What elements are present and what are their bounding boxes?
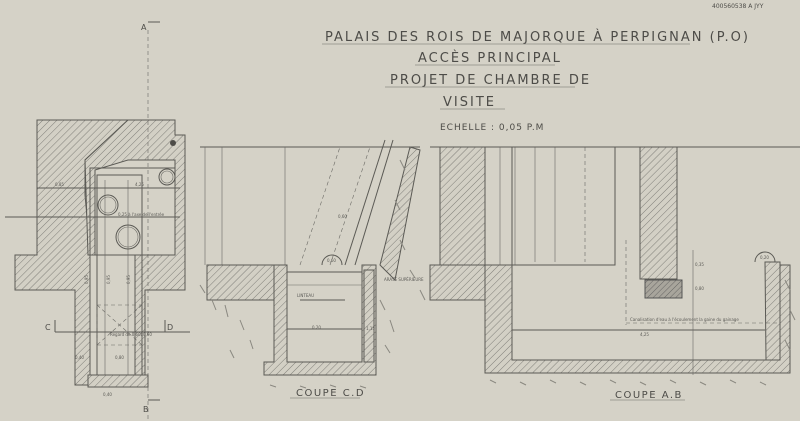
dim-label: 0,95 (84, 275, 89, 284)
dim-label: 0,95 (126, 275, 131, 284)
dim-label: 0,80 (115, 355, 124, 360)
dim-label: 4,25 (135, 182, 144, 187)
title-line-3: PROJET DE CHAMBRE DE (390, 73, 591, 88)
plan-view: A B C D 0,85 4,25 0,80 0,40 0,40 0,95 0,… (5, 21, 190, 421)
section-cd: LINTEAU ARASE SUPÉRIEURE 0,60 0,20 0,60 … (199, 139, 424, 399)
marker-b: B (143, 405, 149, 414)
marker-c: C (45, 323, 51, 332)
section-note: ARASE SUPÉRIEURE (384, 277, 424, 282)
plan-note: Regard de 0,60x0,60 (110, 332, 152, 337)
dim-label: 0,80 (695, 286, 704, 291)
dim-label: 4,25 (640, 332, 649, 337)
plan-note: 0,25 à l'axe de l'entrée (118, 212, 165, 217)
title-line-4: VISITE (443, 95, 496, 110)
dim-label: 0,20 (312, 325, 321, 330)
dim-label: 0,95 (106, 275, 111, 284)
section-cd-label: COUPE C.D (296, 388, 365, 399)
archive-reference: 400560538 A JYY (712, 3, 764, 10)
dim-label: 0,35 (695, 262, 704, 267)
title-block: PALAIS DES ROIS DE MAJORQUE À PERPIGNAN … (322, 3, 764, 133)
marker-d: D (167, 323, 173, 332)
dim-label: 0,40 (103, 392, 112, 397)
section-note: Canalisation d'eau à l'écoulement la gai… (630, 317, 739, 322)
lintel-label: LINTEAU (297, 293, 314, 298)
dim-label: 1,15 (366, 326, 375, 331)
title-line-2: ACCÈS PRINCIPAL (418, 50, 562, 66)
dim-label: 0,40 (75, 355, 84, 360)
section-ab: Canalisation d'eau à l'écoulement la gai… (409, 146, 800, 401)
dim-label: 0,20 (760, 255, 769, 260)
title-line-1: PALAIS DES ROIS DE MAJORQUE À PERPIGNAN … (325, 29, 750, 45)
marker-a: A (141, 23, 147, 32)
scale-label: ECHELLE : 0,05 P.M (440, 123, 544, 133)
dim-label: 0,60 (338, 214, 347, 219)
dim-label: 0,85 (55, 182, 64, 187)
dim-label: 0,60 (327, 258, 336, 263)
section-ab-label: COUPE A.B (615, 390, 683, 401)
